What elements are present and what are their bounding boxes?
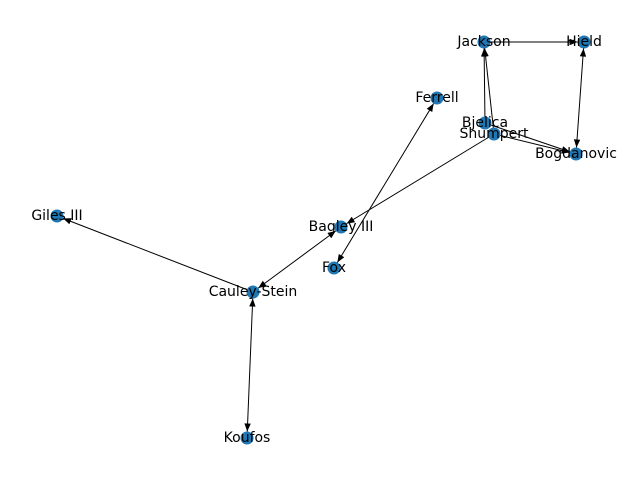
node-label-ferrell: Ferrell xyxy=(415,90,458,106)
nodes-layer xyxy=(50,35,591,445)
arrow-head-icon xyxy=(426,103,434,113)
edge-ferrell-to-fox xyxy=(336,103,435,263)
edge-line xyxy=(346,136,489,225)
edge-hield-to-bogdanovic xyxy=(573,48,587,148)
edge-cauley-stein-to-giles-iii xyxy=(62,217,248,291)
arrow-head-icon xyxy=(346,216,356,224)
edge-line xyxy=(62,217,248,291)
edge-shumpert-to-bagley-iii xyxy=(346,136,489,225)
labels-layer: Jackson HieldFerrellBjelicaShumpertBogdan… xyxy=(31,34,617,446)
arrow-head-icon xyxy=(561,147,570,154)
node-cauley-stein xyxy=(246,285,260,299)
node-shumpert xyxy=(487,127,501,141)
node-fox xyxy=(327,261,341,275)
node-bjelica xyxy=(478,116,492,130)
node-bagley-iii xyxy=(334,220,348,234)
node-bogdanovic xyxy=(569,147,583,161)
node-label-hield: Hield xyxy=(566,34,602,50)
node-label-jackson: Jackson xyxy=(456,34,510,50)
edge-line xyxy=(490,124,571,153)
edge-line xyxy=(483,48,486,117)
node-hield xyxy=(577,35,591,49)
arrow-head-icon xyxy=(569,38,578,46)
node-jackson xyxy=(477,35,491,49)
edge-jackson-to-hield xyxy=(490,38,578,46)
arrow-head-icon xyxy=(249,298,256,307)
arrow-head-icon xyxy=(258,280,267,289)
edge-bjelica-to-jackson xyxy=(480,48,488,117)
node-label-fox: Fox xyxy=(322,260,346,276)
edge-line xyxy=(246,298,254,432)
node-ferrell xyxy=(430,91,444,105)
arrow-head-icon xyxy=(573,139,581,148)
arrow-head-icon xyxy=(327,230,336,239)
node-koufos xyxy=(240,431,254,445)
edge-shumpert-to-jackson xyxy=(482,48,494,128)
node-label-bjelica: Bjelica xyxy=(462,115,508,131)
edge-line xyxy=(484,48,494,128)
arrow-head-icon xyxy=(482,48,489,57)
node-label-cauley-stein: Cauley-Stein xyxy=(209,284,298,300)
arrow-head-icon xyxy=(337,253,345,263)
edge-line xyxy=(500,135,570,153)
edges-layer xyxy=(62,38,587,432)
node-label-shumpert: Shumpert xyxy=(459,126,529,142)
edge-cauley-stein-to-koufos xyxy=(244,298,256,432)
node-label-bagley-iii: Bagley III xyxy=(309,219,374,235)
arrow-head-icon xyxy=(63,218,72,225)
edge-shumpert-to-bogdanovic xyxy=(500,135,570,154)
node-label-koufos: Koufos xyxy=(224,430,271,446)
edge-line xyxy=(257,230,337,289)
node-label-bogdanovic: Bogdanovic xyxy=(535,146,617,162)
edge-line xyxy=(336,103,435,263)
edge-line xyxy=(575,48,585,148)
node-label-giles-iii: Giles III xyxy=(31,208,82,224)
node-giles-iii xyxy=(50,209,64,223)
arrow-head-icon xyxy=(579,48,587,57)
edge-bagley-iii-to-cauley-stein xyxy=(257,230,337,289)
arrow-head-icon xyxy=(244,423,251,432)
